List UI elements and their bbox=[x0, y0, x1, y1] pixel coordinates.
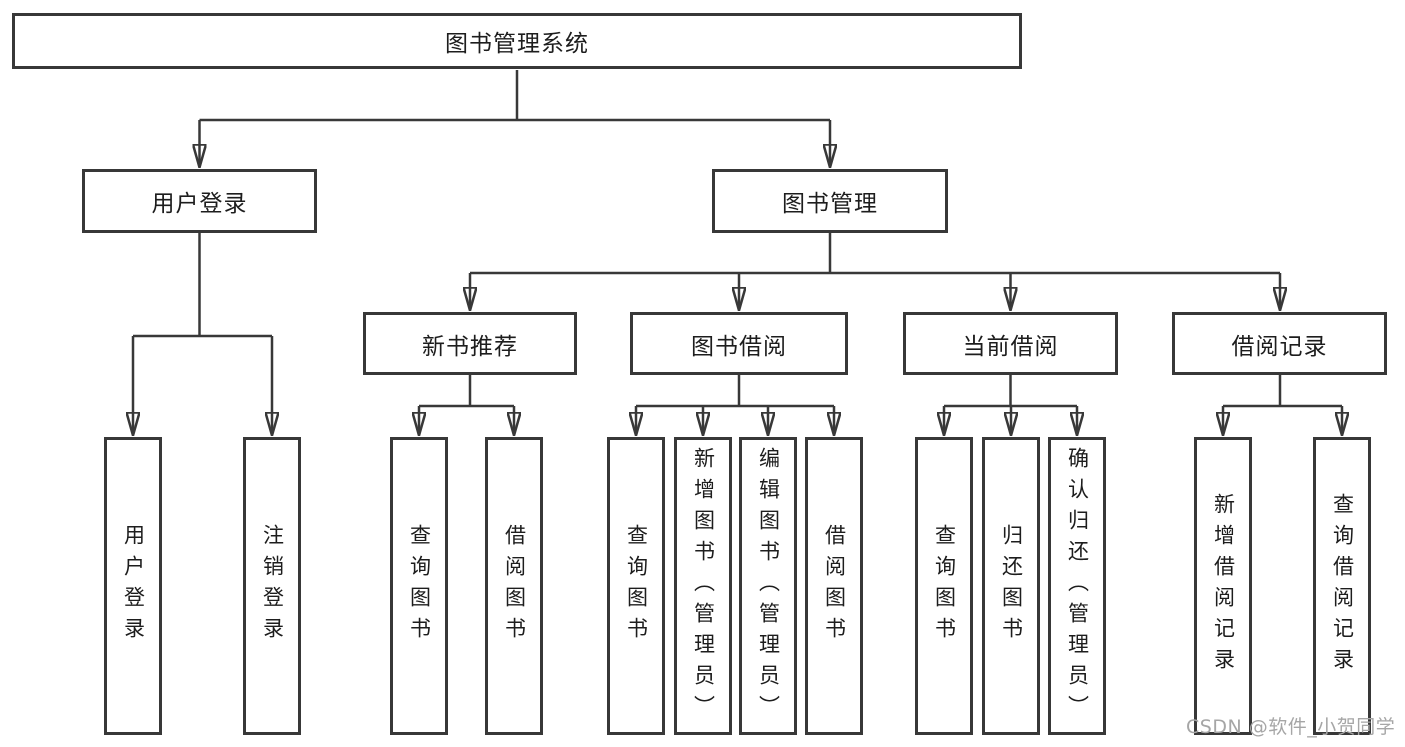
node-book-management: 图书管理 bbox=[712, 169, 948, 233]
leaf-add-book-admin: 新增图书（管理员） bbox=[674, 437, 732, 735]
connector-user-login-branch bbox=[133, 233, 272, 338]
connector-new-book-recommend-branch bbox=[419, 375, 514, 408]
leaf-query-books-1: 查询图书 bbox=[390, 437, 448, 735]
leaf-edit-book-admin: 编辑图书（管理员） bbox=[739, 437, 797, 735]
connector-current-borrowing-branch bbox=[944, 375, 1077, 408]
leaf-query-books-3: 查询图书 bbox=[915, 437, 973, 735]
leaf-return-book: 归还图书 bbox=[982, 437, 1040, 735]
csdn-watermark: CSDN @软件_小贺同学 bbox=[1186, 716, 1396, 738]
connector-book-management-branch bbox=[470, 233, 1280, 275]
connector-book-borrowing-branch bbox=[636, 375, 834, 408]
connector-borrowing-records-branch bbox=[1223, 375, 1342, 408]
node-library-system: 图书管理系统 bbox=[12, 13, 1022, 69]
leaf-query-borrow-record: 查询借阅记录 bbox=[1313, 437, 1371, 735]
node-new-book-recommend: 新书推荐 bbox=[363, 312, 577, 375]
node-book-borrowing: 图书借阅 bbox=[630, 312, 848, 375]
node-current-borrowing: 当前借阅 bbox=[903, 312, 1118, 375]
leaf-user-login: 用户登录 bbox=[104, 437, 162, 735]
leaf-query-books-2: 查询图书 bbox=[607, 437, 665, 735]
leaf-borrow-books-2: 借阅图书 bbox=[805, 437, 863, 735]
connector-root-to-level2 bbox=[199, 70, 830, 122]
leaf-logout: 注销登录 bbox=[243, 437, 301, 735]
node-borrowing-records: 借阅记录 bbox=[1172, 312, 1387, 375]
leaf-add-borrow-record: 新增借阅记录 bbox=[1194, 437, 1252, 735]
node-user-login: 用户登录 bbox=[82, 169, 317, 233]
leaf-confirm-return-admin: 确认归还（管理员） bbox=[1048, 437, 1106, 735]
leaf-borrow-books-1: 借阅图书 bbox=[485, 437, 543, 735]
